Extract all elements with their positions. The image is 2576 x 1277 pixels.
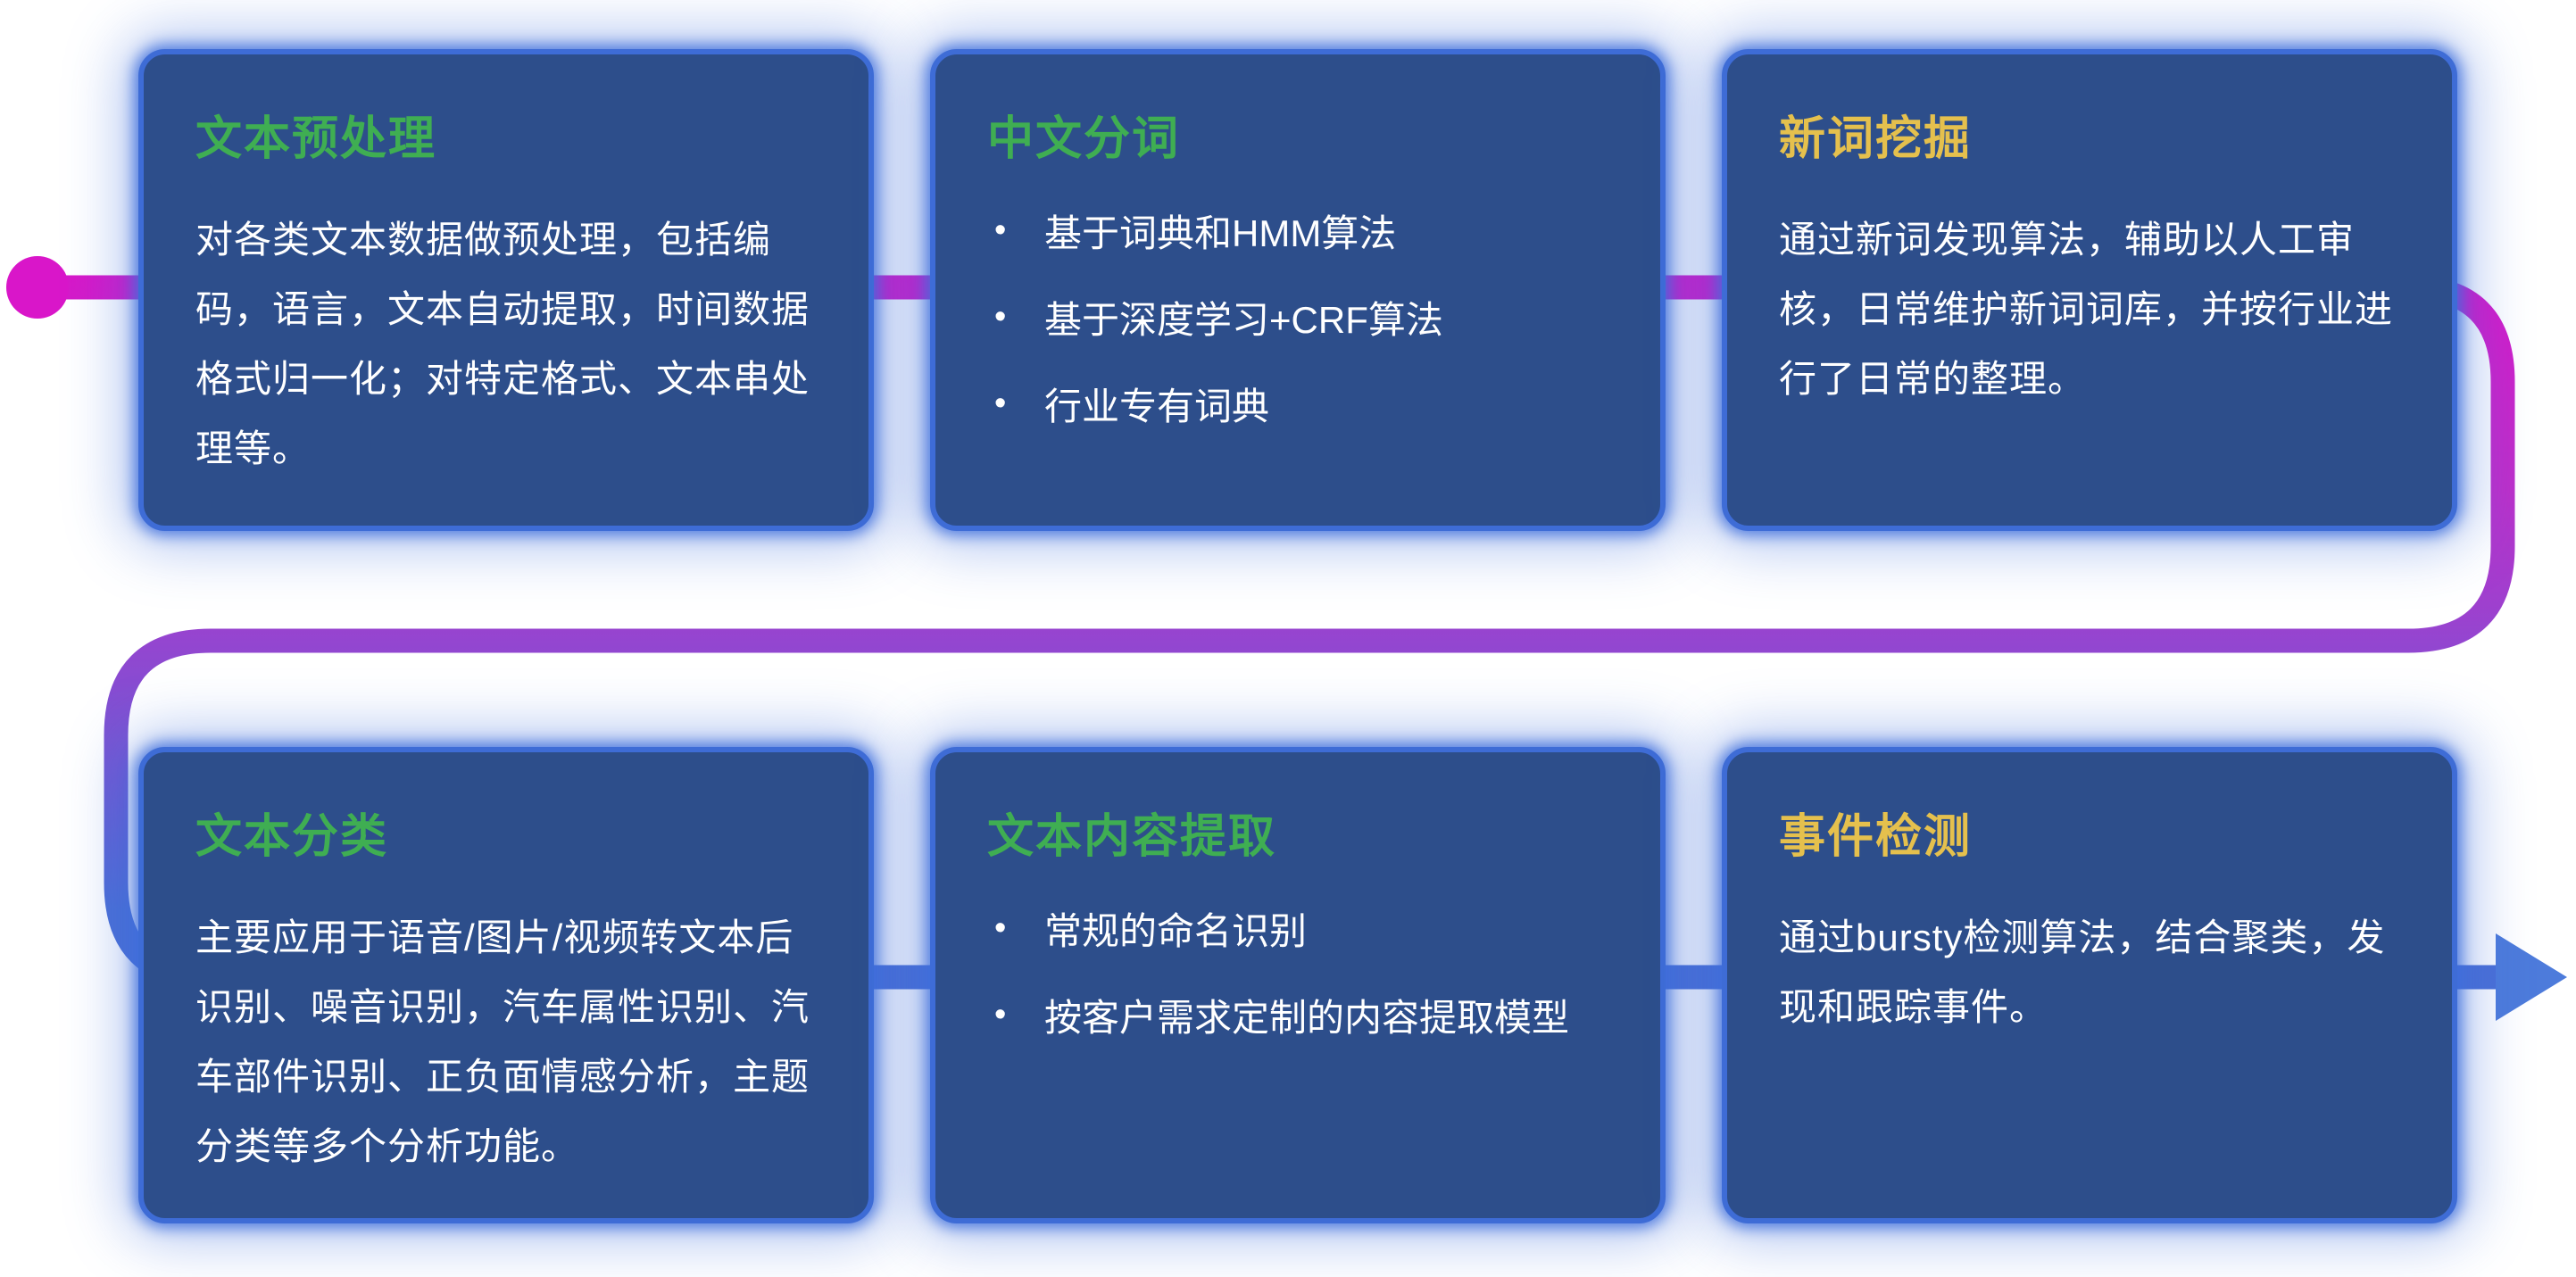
card-title: 事件检测: [1779, 811, 1973, 863]
card-title: 新词挖掘: [1779, 113, 1973, 165]
card-chinese-word-segmentation: 中文分词 基于词典和HMM算法 基于深度学习+CRF算法 行业专有词典: [930, 49, 1666, 531]
card-text-preprocessing: 文本预处理 对各类文本数据做预处理，包括编码，语言，文本自动提取，时间数据格式归…: [138, 49, 874, 531]
flow-arrow-right-icon: [2496, 933, 2567, 1021]
list-item: 常规的命名识别: [987, 903, 1608, 959]
card-new-word-mining: 新词挖掘 通过新词发现算法，辅助以人工审核，日常维护新词词库，并按行业进行了日常…: [1722, 49, 2457, 531]
card-bullet-list: 基于词典和HMM算法 基于深度学习+CRF算法 行业专有词典: [987, 205, 1608, 435]
card-text-classification: 文本分类 主要应用于语音/图片/视频转文本后识别、噪音识别，汽车属性识别、汽车部…: [138, 747, 874, 1223]
list-item: 按客户需求定制的内容提取模型: [987, 990, 1608, 1046]
card-body: 通过新词发现算法，辅助以人工审核，日常维护新词词库，并按行业进行了日常的整理。: [1779, 219, 2394, 401]
card-title: 文本内容提取: [987, 811, 1277, 863]
card-body: 主要应用于语音/图片/视频转文本后识别、噪音识别，汽车属性识别、汽车部件识别、正…: [195, 916, 810, 1168]
card-bullet-list: 常规的命名识别 按客户需求定制的内容提取模型: [987, 903, 1608, 1046]
list-item: 行业专有词典: [987, 378, 1608, 435]
card-text-content-extraction: 文本内容提取 常规的命名识别 按客户需求定制的内容提取模型: [930, 747, 1666, 1223]
card-title: 文本预处理: [195, 113, 437, 165]
card-body: 通过bursty检测算法，结合聚类，发现和跟踪事件。: [1779, 916, 2386, 1029]
card-body: 对各类文本数据做预处理，包括编码，语言，文本自动提取，时间数据格式归一化；对特定…: [195, 219, 810, 470]
card-event-detection: 事件检测 通过bursty检测算法，结合聚类，发现和跟踪事件。: [1722, 747, 2457, 1223]
list-item: 基于深度学习+CRF算法: [987, 292, 1608, 348]
list-item: 基于词典和HMM算法: [987, 205, 1608, 261]
card-title: 文本分类: [195, 811, 389, 863]
flow-start-dot-icon: [6, 256, 69, 319]
card-title: 中文分词: [987, 113, 1181, 165]
flow-line: [25, 275, 2515, 990]
